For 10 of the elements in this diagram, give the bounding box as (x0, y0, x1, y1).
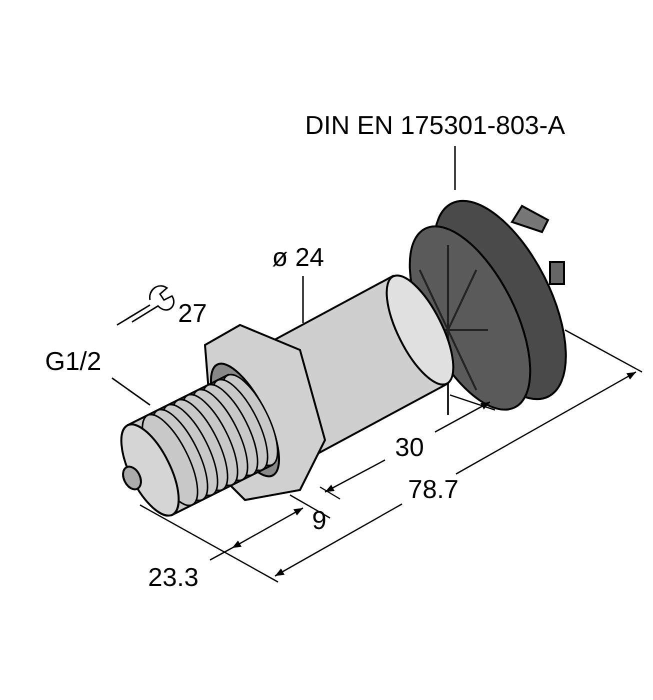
dimension-label: 78.7 (408, 476, 459, 502)
dimension-label: 27 (178, 300, 207, 326)
dimension-label: 23.3 (148, 564, 199, 590)
callout-label: ø 24 (272, 244, 334, 274)
leader-line (112, 377, 150, 406)
callout-label: DIN EN 175301-803-A (305, 112, 605, 144)
dimension-label: 30 (395, 434, 424, 460)
leader-line (454, 146, 456, 190)
leader-line (302, 276, 304, 323)
callout-label: G1/2 (45, 348, 109, 378)
